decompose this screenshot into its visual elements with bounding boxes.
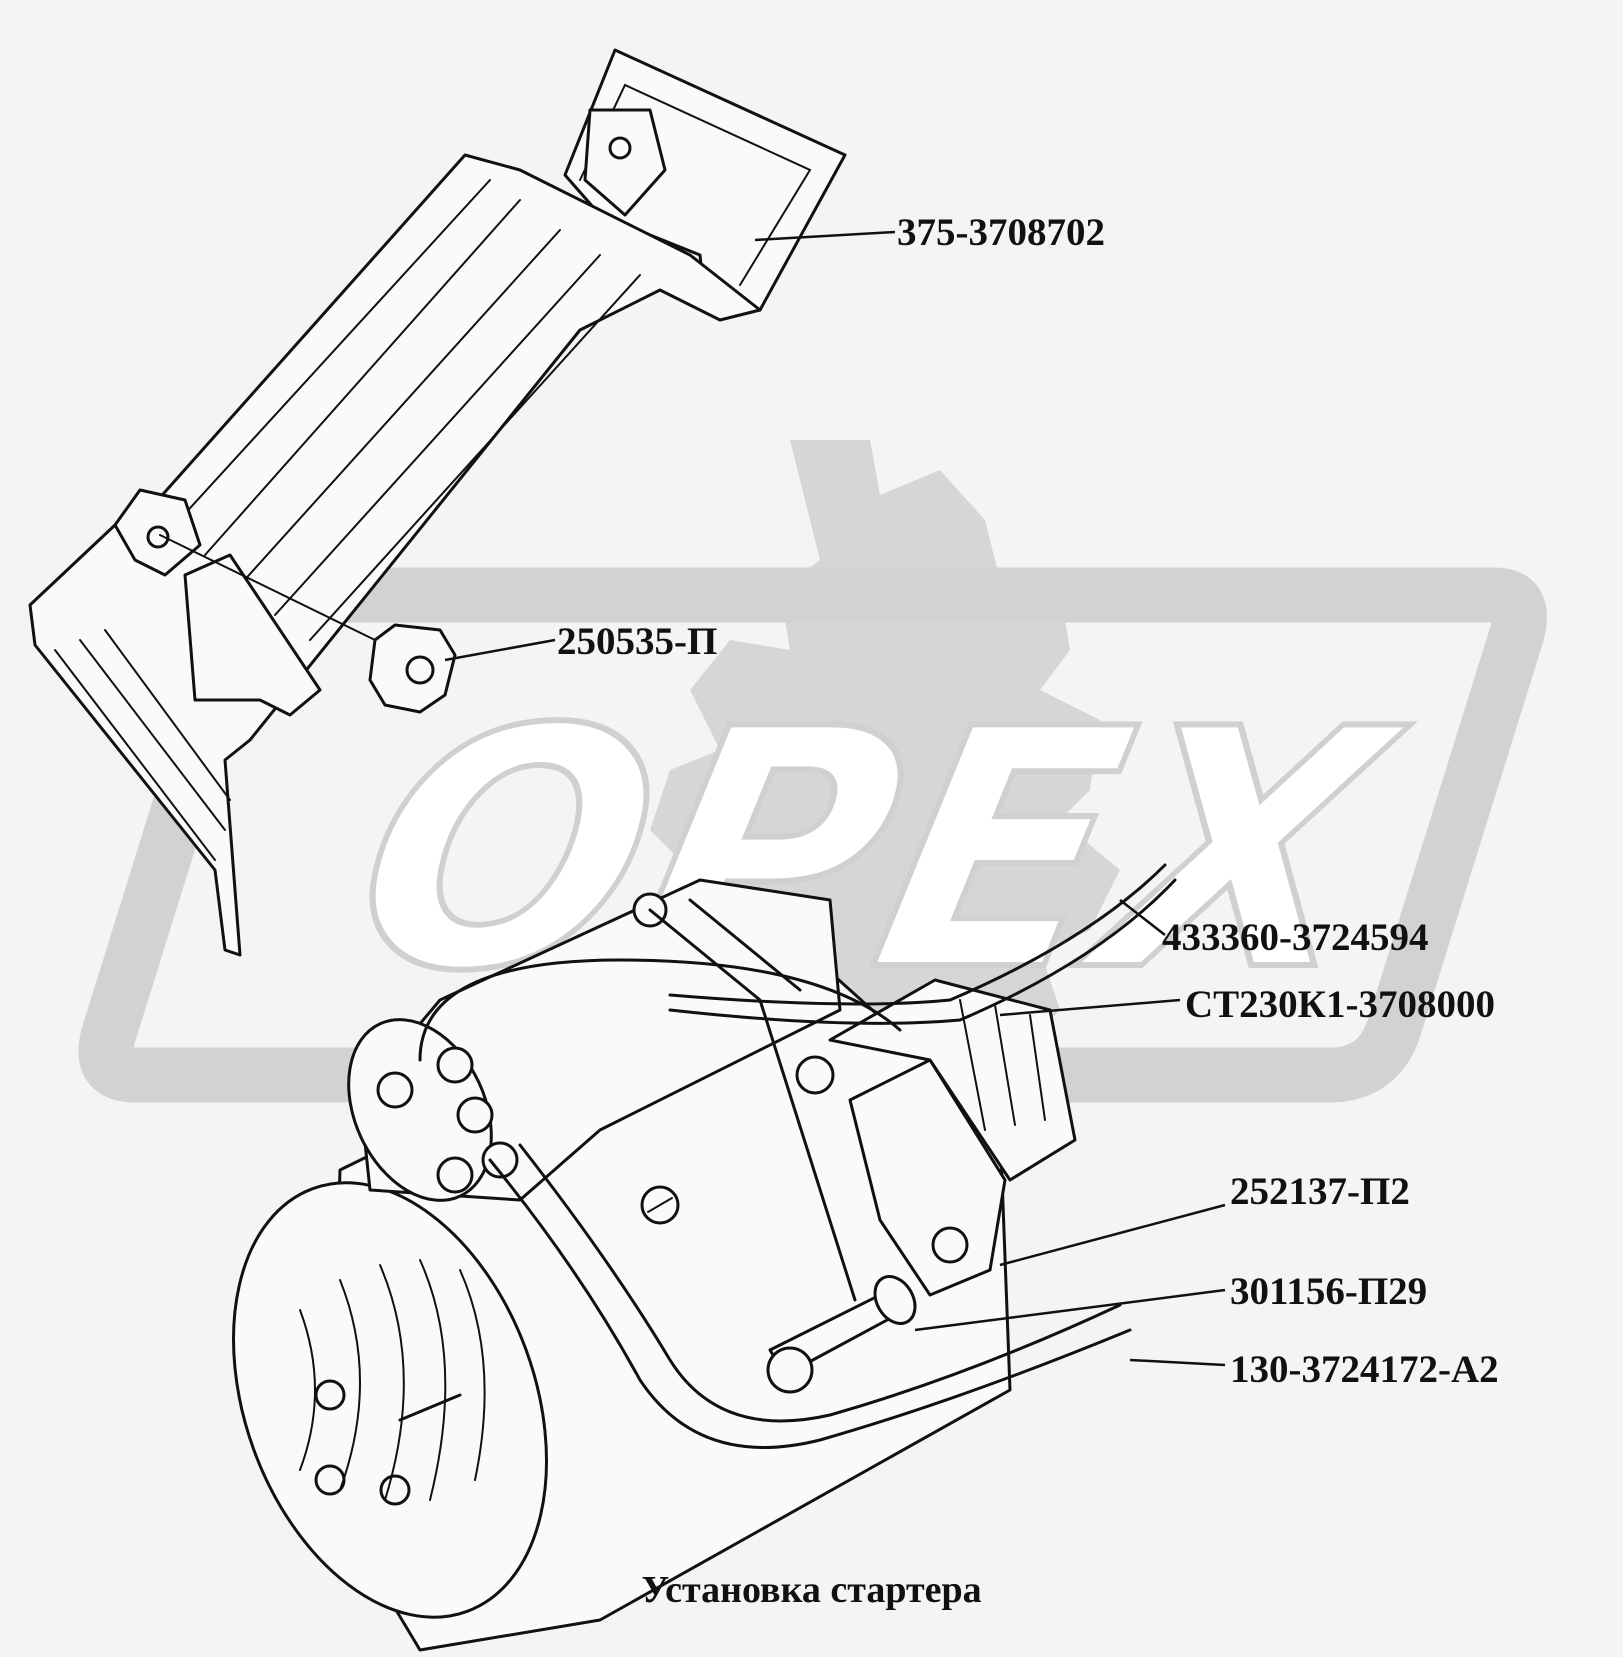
drive-housing [828,978,1077,1182]
leader-nut [444,638,556,662]
terminal-studs [376,1046,519,1194]
end-cap-hole-b [314,1464,346,1496]
leader-shield [754,230,896,242]
nut-250535 [159,534,457,714]
end-cap-slot [398,1393,462,1422]
lower-nut [766,1346,814,1394]
label-375-3708702: 375-3708702 [897,211,1105,254]
nut-hole [405,655,435,685]
wires [418,863,1177,1449]
stud-line [159,534,376,641]
label-252137-p2: 252137-П2 [1230,1170,1410,1213]
flange-hole [931,1226,969,1264]
wire-433360-a [418,958,902,1062]
leader-washer [999,1203,1226,1267]
leader-wire-upper [1119,899,1166,936]
leader-starter [999,998,1181,1017]
nut-body [368,623,457,714]
cable-130-b [518,1143,1122,1423]
label-301156-p29: 301156-П29 [1230,1270,1428,1313]
label-433360-3724594: 433360-3724594 [1162,916,1429,959]
label-250535-p: 250535-П [557,620,718,663]
shield-lower-hole [146,525,170,549]
wire-433360-b [668,878,1177,1025]
shield-ribs [54,179,641,861]
body-screw-slot [647,1197,673,1213]
label-st230k1-3708000: СТ230К1-3708000 [1185,983,1495,1026]
body-screw [640,1185,680,1225]
leader-lines [444,230,1226,1367]
diagram-caption: Установка стартера [641,1569,982,1611]
shield-lower-lug [113,488,202,577]
clamp-bolt-head [795,1055,835,1095]
spring-washer [873,1275,917,1325]
shield-tab-lug [583,108,667,217]
leader-bolt [914,1288,1226,1332]
drive-housing-ribs [959,999,1046,1131]
starter-assembly [232,878,1077,1652]
end-cap-fins [299,1259,486,1501]
end-cap-hole-c [379,1474,411,1506]
shield-body [28,153,762,957]
shield-tab-hole [608,136,632,160]
shield-bracket-arm [183,553,322,717]
leader-cable [1129,1358,1226,1367]
wire-433360-c [668,863,1167,1006]
label-130-3724172-a2: 130-3724172-А2 [1230,1348,1499,1391]
cable-130 [488,1158,1132,1449]
end-cap-hole-a [314,1379,346,1411]
heat-shield [28,48,847,957]
